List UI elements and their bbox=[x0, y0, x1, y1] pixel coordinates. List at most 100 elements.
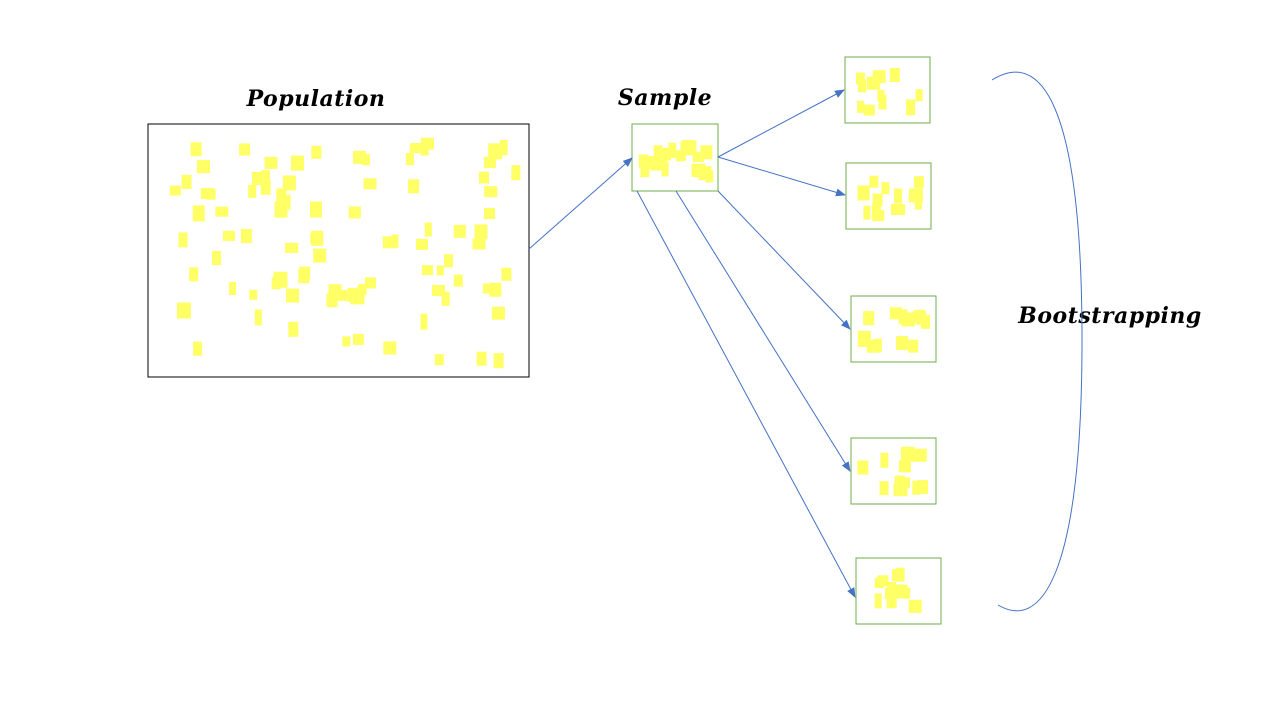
population-item bbox=[489, 282, 502, 297]
population-item bbox=[511, 165, 521, 181]
arrow-sample-to-resample-2 bbox=[717, 156, 846, 197]
resample-2-item bbox=[891, 204, 905, 215]
population-item bbox=[501, 267, 512, 281]
resample-1-item bbox=[872, 79, 880, 90]
population-item bbox=[291, 155, 304, 171]
resample-3-item bbox=[901, 312, 915, 327]
population-item bbox=[326, 293, 338, 308]
population-item bbox=[190, 142, 202, 157]
population-item bbox=[313, 248, 327, 263]
population-item bbox=[181, 174, 192, 189]
sample-item bbox=[650, 158, 663, 171]
bootstrapping-label: Bootstrapping bbox=[1017, 303, 1202, 329]
population-item bbox=[260, 179, 271, 195]
population-item bbox=[311, 230, 324, 246]
population-item bbox=[176, 302, 191, 319]
population-item bbox=[196, 160, 208, 174]
sample-item bbox=[693, 165, 705, 177]
resample-3-item bbox=[896, 336, 909, 351]
arrow-sample-to-resample-1 bbox=[717, 89, 845, 158]
population-item bbox=[409, 143, 422, 154]
population-item bbox=[240, 229, 252, 244]
population-item bbox=[249, 289, 258, 300]
resample-dots-5 bbox=[874, 567, 922, 613]
population-item bbox=[328, 284, 342, 296]
arrow-population-to-sample bbox=[528, 157, 633, 250]
population-item bbox=[483, 157, 496, 169]
population-item bbox=[334, 289, 348, 301]
population-item bbox=[436, 265, 444, 276]
population-item bbox=[254, 309, 262, 326]
resample-5-item bbox=[874, 578, 884, 589]
resample-4-item bbox=[917, 480, 928, 495]
resample-4-item bbox=[857, 460, 869, 475]
population-item bbox=[472, 238, 486, 250]
population-item bbox=[215, 206, 229, 217]
sample-label: Sample bbox=[618, 85, 712, 111]
resample-1-item bbox=[915, 89, 923, 102]
population-item bbox=[432, 285, 445, 296]
population-box bbox=[147, 123, 530, 378]
population-item bbox=[274, 201, 288, 218]
resample-dots-2 bbox=[857, 175, 924, 222]
population-item bbox=[424, 222, 432, 237]
resample-1-item bbox=[863, 104, 875, 116]
resample-frame-3 bbox=[850, 295, 937, 363]
population-item bbox=[282, 175, 296, 191]
population-item bbox=[408, 179, 419, 194]
sample-item bbox=[675, 150, 686, 162]
resample-4-item bbox=[880, 452, 889, 468]
resample-4-item bbox=[893, 483, 908, 497]
resample-box-1 bbox=[844, 56, 931, 124]
sample-item bbox=[680, 141, 693, 155]
population-item bbox=[479, 171, 489, 184]
resample-2-item bbox=[881, 182, 890, 195]
sample-box bbox=[631, 123, 719, 192]
resample-5-item bbox=[886, 598, 897, 609]
resample-2-item bbox=[913, 176, 924, 189]
population-item bbox=[405, 153, 414, 166]
resample-5-item bbox=[889, 584, 899, 595]
population-item bbox=[484, 208, 495, 219]
population-item bbox=[453, 274, 463, 287]
population-item bbox=[310, 201, 322, 218]
resample-box-5 bbox=[855, 557, 942, 625]
resample-1-item bbox=[858, 79, 867, 93]
resample-1-item bbox=[889, 68, 900, 82]
population-item bbox=[441, 291, 450, 306]
population-item bbox=[223, 230, 235, 241]
population-item bbox=[239, 143, 251, 156]
population-item bbox=[421, 265, 433, 276]
resample-4-item bbox=[912, 480, 921, 495]
resample-5-item bbox=[874, 593, 882, 609]
population-item bbox=[353, 150, 366, 164]
sample-item bbox=[653, 145, 663, 162]
resample-2-item bbox=[872, 193, 883, 207]
resample-3-item bbox=[889, 307, 902, 320]
population-item bbox=[444, 254, 453, 268]
population-item bbox=[193, 341, 203, 356]
resample-2-item bbox=[863, 205, 871, 220]
population-item bbox=[434, 354, 444, 366]
bootstrapping-bracket bbox=[991, 71, 1083, 612]
resample-box-3 bbox=[850, 295, 937, 363]
population-item bbox=[352, 333, 364, 345]
population-frame bbox=[147, 123, 530, 378]
resample-3-item bbox=[857, 330, 871, 347]
resample-4-item bbox=[879, 481, 889, 496]
population-item bbox=[391, 234, 399, 248]
population-item bbox=[358, 284, 367, 296]
population-item bbox=[286, 288, 299, 303]
population-item bbox=[421, 137, 434, 150]
population-item bbox=[248, 184, 257, 198]
population-item bbox=[491, 306, 505, 320]
population-item bbox=[482, 283, 491, 294]
resample-1-item bbox=[857, 100, 865, 113]
population-item bbox=[474, 224, 488, 240]
population-item bbox=[212, 251, 221, 265]
resample-2-item bbox=[871, 203, 881, 217]
population-item bbox=[264, 156, 278, 169]
population-item bbox=[420, 313, 428, 330]
resample-4-item bbox=[894, 475, 905, 486]
population-item bbox=[169, 185, 181, 196]
